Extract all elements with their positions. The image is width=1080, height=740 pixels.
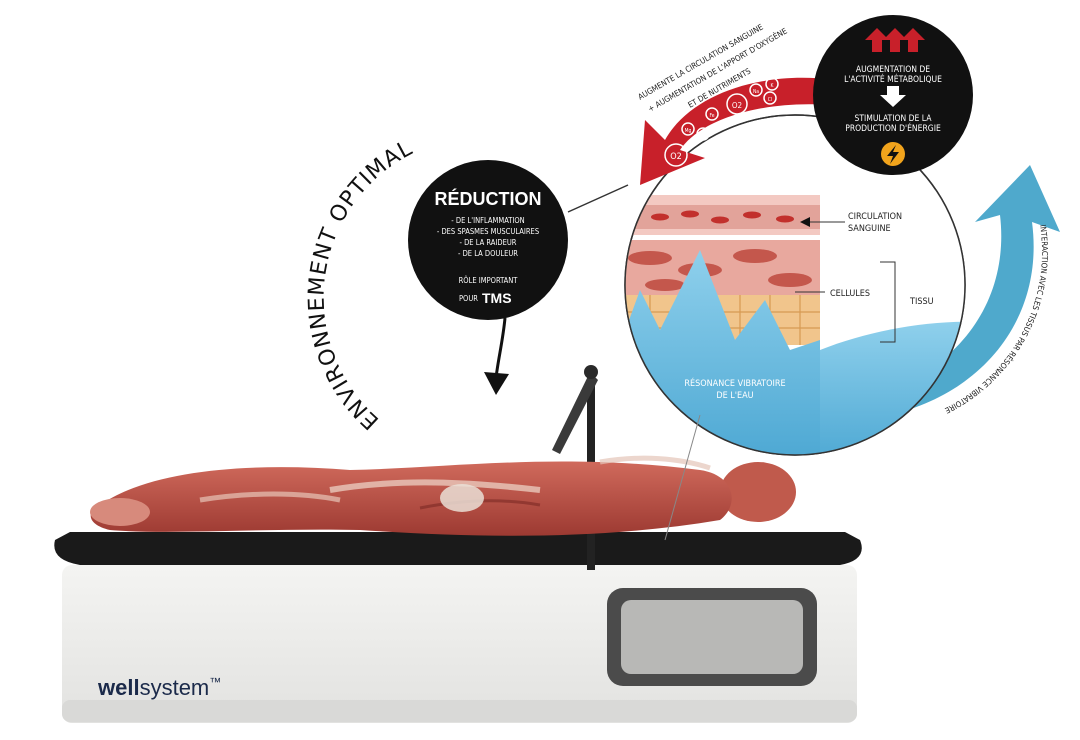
metabolic-line-4: PRODUCTION D'ÉNERGIE — [845, 122, 941, 134]
molecule-fe — [705, 107, 719, 121]
svg-text:Na: Na — [753, 89, 759, 95]
molecule-ca — [696, 127, 710, 141]
molecule-cl — [763, 91, 777, 105]
label-resonance-1: RÉSONANCE VIBRATOIRE — [684, 377, 785, 389]
reduction-item-3: - DE LA RAIDEUR — [460, 238, 517, 247]
bed — [54, 365, 862, 723]
metabolic-line-1: AUGMENTATION DE — [856, 65, 930, 75]
brand-logo: wellsystem™ — [97, 675, 221, 700]
metabolic-line-2: L'ACTIVITÉ MÉTABOLIQUE — [844, 73, 942, 85]
down-arrow-icon — [880, 86, 906, 107]
head — [720, 462, 796, 522]
arc-title: ENVIRONNEMENT OPTIMAL — [304, 136, 417, 434]
role-text: RÔLE IMPORTANT — [459, 276, 519, 285]
label-cellules: CELLULES — [830, 289, 870, 299]
reduction-item-2: - DES SPASMES MUSCULAIRES — [437, 227, 539, 236]
connector-line — [567, 184, 629, 213]
svg-text:Cl: Cl — [768, 97, 772, 103]
molecule-k — [765, 77, 779, 91]
down-arrow-to-bed — [494, 317, 507, 379]
tissue-zoom: CIRCULATION SANGUINE CELLULES TISSU RÉSO… — [624, 114, 966, 456]
svg-text:Fe: Fe — [709, 113, 714, 119]
zoom-connector — [664, 414, 701, 541]
svg-text:O2: O2 — [670, 152, 682, 162]
svg-text:Ca: Ca — [700, 133, 706, 139]
label-tissu: TISSU — [909, 297, 934, 307]
metabolic-line-3: STIMULATION DE LA — [855, 114, 933, 124]
molecule-o2-large — [664, 143, 688, 167]
pour-text: POUR — [459, 294, 478, 303]
label-resonance-2: DE L'EAU — [716, 391, 753, 401]
bed-arm — [552, 372, 598, 454]
svg-text:Mg: Mg — [685, 128, 692, 134]
reduction-item-1: - DE L'INFLAMMATION — [451, 216, 524, 225]
label-circulation-2: SANGUINE — [848, 224, 891, 234]
molecule-o2 — [726, 93, 748, 115]
reduction-title: RÉDUCTION — [435, 188, 542, 209]
control-panel-screen — [621, 600, 803, 674]
reduction-circle: RÉDUCTION - DE L'INFLAMMATION - DES SPAS… — [408, 160, 568, 320]
svg-text:K: K — [771, 83, 775, 89]
bed-top — [54, 532, 862, 565]
muscle-body — [90, 455, 796, 536]
tms-text: TMS — [482, 290, 512, 306]
molecule-na — [749, 83, 763, 97]
blue-arrow — [870, 165, 1060, 418]
molecule-circles — [664, 77, 779, 167]
label-circulation-1: CIRCULATION — [848, 212, 902, 222]
reduction-item-4: - DE LA DOULEUR — [458, 249, 518, 258]
svg-text:O2: O2 — [732, 101, 742, 110]
molecule-mg — [681, 122, 695, 136]
metabolic-circle: AUGMENTATION DE L'ACTIVITÉ MÉTABOLIQUE S… — [813, 15, 973, 175]
up-arrows-icon — [865, 28, 925, 52]
